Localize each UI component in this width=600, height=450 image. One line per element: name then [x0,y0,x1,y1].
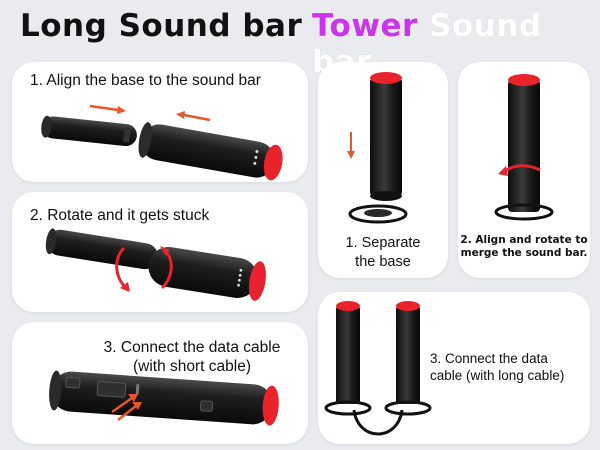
rotate-arrow-icon [498,164,541,176]
short-cable-illustration [49,370,279,426]
tower-step-1-text: 1. Separate the base [318,234,448,272]
long-step-3-card: 3. Connect the data cable (with short ca… [12,322,308,444]
separate-base-illustration [347,72,408,224]
tower-step-1-line2: the base [355,254,411,270]
long-step-2-text: 2. Rotate and it gets stuck [30,207,210,224]
tower-step-2-text: 2. Align and rotate to merge the sound b… [458,234,590,260]
arrow-right-icon [89,104,126,114]
long-step-3-line1: 3. Connect the data cable [103,339,281,356]
long-soundbar-title: Long Sound bar [20,8,303,44]
long-step-3-line2: (with short cable) [132,358,251,375]
long-cable-illustration [324,301,432,436]
rotate-illustration [45,228,266,301]
long-step-3-text: 3. Connect the data cable (with short ca… [82,338,302,376]
tower-word: Tower [312,8,418,44]
long-step-2-card: 2. Rotate and it gets stuck [12,192,308,312]
align-base-illustration [41,104,283,181]
arrow-down-icon [347,132,355,159]
tower-step-2-card: 2. Align and rotate to merge the sound b… [458,62,590,278]
merge-soundbar-illustration [494,74,554,221]
tower-step-3-card: 3. Connect the data cable (with long cab… [318,292,590,444]
tower-step-3-line2: cable (with long cable) [430,368,565,383]
long-step-1-card: 1. Align the base to the sound bar [12,62,308,182]
cable-arrow-icon [111,394,142,421]
tower-step-3-text: 3. Connect the data cable (with long cab… [430,350,590,384]
tower-step-2-line1: 2. Align and rotate to [460,234,588,246]
tower-step-3-line1: 3. Connect the data [430,351,548,366]
long-step-1-text: 1. Align the base to the sound bar [30,72,261,89]
header: Long Sound bar Tower Sound bar [0,0,600,80]
tower-step-2-line2: merge the sound bar. [460,247,588,259]
tower-step-1-card: 1. Separate the base [318,62,448,278]
tower-step-1-line1: 1. Separate [345,235,421,251]
arrow-left-icon [176,111,211,122]
rotate-arrow-icon [115,246,173,292]
